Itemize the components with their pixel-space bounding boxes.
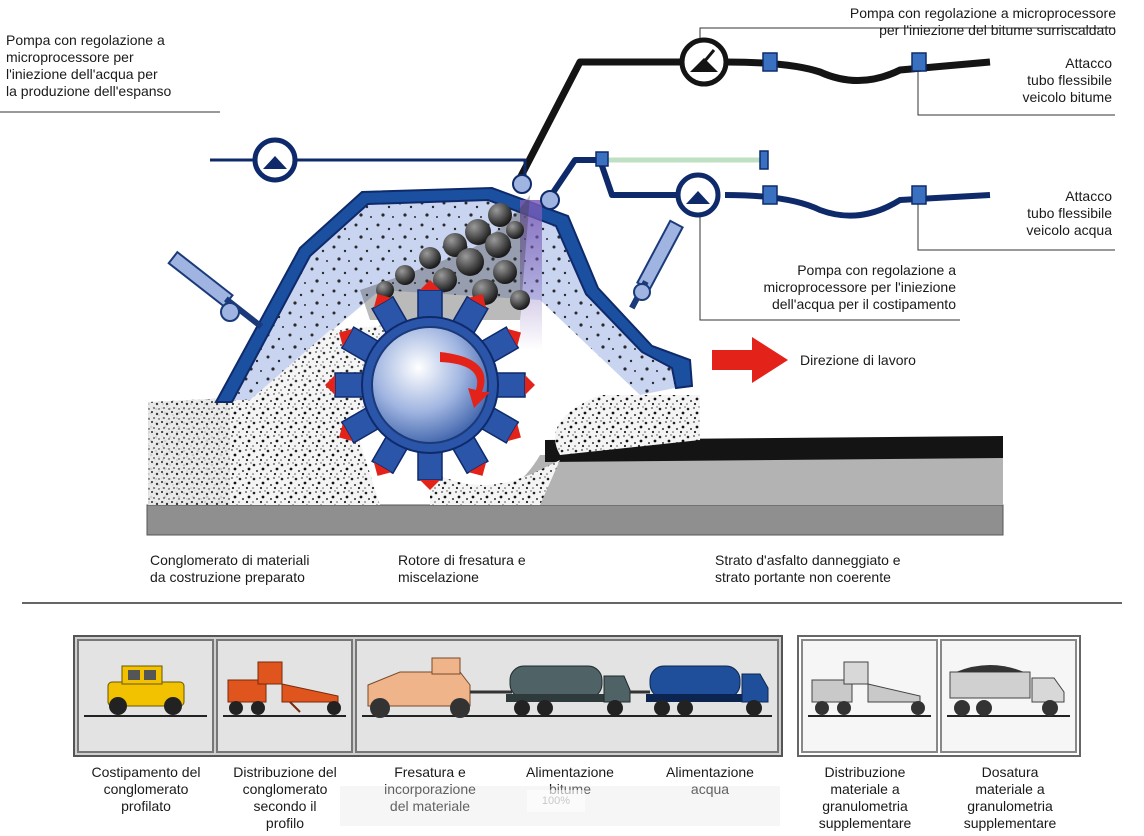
gray-grader-icon — [811, 661, 925, 715]
caption-milling: Fresatura e incorporazione del materiale — [384, 764, 476, 814]
caption-material-dosing: Dosatura materiale a granulometria suppl… — [963, 764, 1057, 831]
label-work-direction: Direzione di lavoro — [800, 352, 916, 368]
label-hose-water: Attacco tubo flessibile veicolo acqua — [1026, 188, 1112, 238]
caption-profile-distribution: Distribuzione del conglomerato secondo i… — [233, 764, 337, 831]
label-pump-compaction: Pompa con regolazione a microprocessore … — [763, 262, 956, 312]
grader-icon — [227, 661, 341, 715]
recycler-icon — [367, 657, 512, 718]
zoom-level[interactable]: 100% — [527, 790, 585, 812]
dump-truck-icon — [949, 665, 1065, 716]
recycler-schematic — [0, 27, 1122, 604]
caption-water-feed: Alimentazione acqua — [666, 764, 754, 797]
rotation-arrow-icon — [440, 352, 490, 408]
label-rotor: Rotore di fresatura e miscelazione — [398, 552, 526, 585]
caption-material-distribution: Distribuzione materiale a granulometria … — [818, 764, 912, 831]
road-layers — [146, 395, 1004, 536]
asphalt-chunks — [376, 203, 530, 310]
pump-gauge-icon — [252, 37, 729, 218]
pipes — [210, 58, 991, 219]
label-pump-bitumen: Pompa con regolazione a microprocessore … — [849, 5, 1116, 38]
milling-rotor — [325, 280, 535, 490]
injection-nozzles — [512, 174, 560, 210]
hood-shell — [214, 186, 694, 403]
caption-compaction: Costipamento del conglomerato profilato — [91, 764, 201, 814]
bitumen-truck-icon — [506, 665, 650, 716]
label-damaged-layer: Strato d'asfalto danneggiato e strato po… — [715, 552, 901, 585]
hose-coupling-icon — [595, 52, 927, 205]
label-prepared-mix: Conglomerato di materiali da costruzione… — [150, 552, 310, 585]
label-hose-bitumen: Attacco tubo flessibile veicolo bitume — [1022, 55, 1113, 105]
bitumen-pipe — [514, 58, 991, 184]
machine-train — [73, 635, 1081, 757]
red-arrow-icon — [712, 337, 788, 383]
hydraulic-arms — [167, 219, 684, 329]
label-pump-foam: Pompa con regolazione a microprocessore … — [6, 32, 172, 99]
roller-icon — [107, 665, 185, 715]
water-truck-icon — [646, 665, 769, 716]
foam-water-pipe — [210, 158, 527, 180]
